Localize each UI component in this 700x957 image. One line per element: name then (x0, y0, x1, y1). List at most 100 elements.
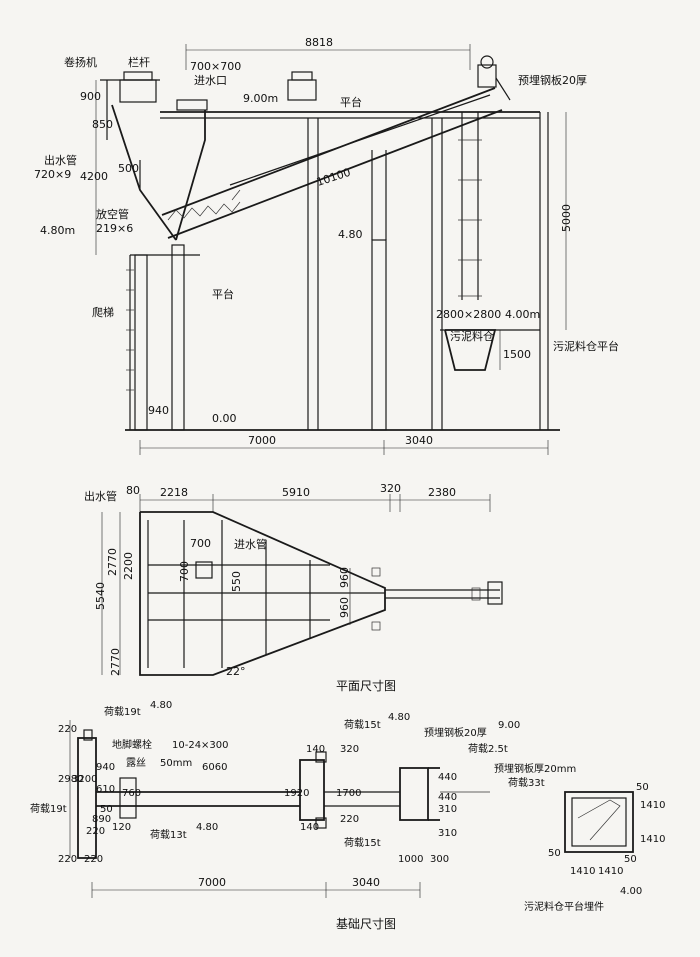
label-inlet: 进水口 (194, 74, 227, 87)
discharge-chute (458, 112, 482, 300)
label-winch: 卷扬机 (64, 55, 97, 69)
dim-610: 610 (96, 784, 115, 795)
label-level-480-mid: 4.80 (338, 228, 363, 241)
foundation-view: 220 2980 3200 940 6060 610 760 890 50 12… (30, 700, 665, 931)
label-embedded-plate-2: 预埋钢板厚20mm (494, 762, 576, 775)
label-load25t: 荷载2.5t (468, 743, 508, 755)
dim-50d: 50 (624, 854, 637, 865)
dim-2218: 2218 (160, 486, 188, 499)
dim-2770b: 2770 (109, 648, 122, 676)
label-silo-platform: 污泥料仓平台 (553, 339, 619, 353)
label-level-900-foundation: 9.00 (498, 720, 520, 731)
label-level-000: 0.00 (212, 412, 237, 425)
dim-5540: 5540 (94, 582, 107, 610)
dim-300: 300 (430, 854, 449, 865)
dim-1410b: 1410 (640, 834, 665, 845)
dim-2770a: 2770 (106, 548, 119, 576)
dim-500: 500 (118, 162, 139, 175)
dim-700a: 700 (190, 537, 211, 550)
plan-outline (139, 511, 386, 676)
dim-960a: 960 (338, 567, 351, 588)
dim-220e: 220 (84, 854, 103, 865)
dim-3040: 3040 (405, 434, 433, 447)
label-platform-top: 平台 (340, 95, 362, 109)
dim-1000: 1000 (398, 854, 423, 865)
dim-220b: 220 (86, 826, 105, 837)
label-ladder: 爬梯 (92, 306, 114, 319)
dim-440a: 440 (438, 772, 457, 783)
dim-8818: 8818 (305, 36, 333, 49)
label-drain-pipe-size: 219×6 (96, 222, 133, 235)
label-outlet-pipe-size: 720×9 (34, 168, 71, 181)
label-anchor-bolt: 地脚螺栓 (112, 738, 152, 751)
dim-6060: 6060 (202, 762, 227, 773)
label-load19t-top: 荷载19t (104, 706, 141, 718)
label-load33t: 荷载33t (508, 777, 545, 789)
label-load15t-low: 荷载15t (344, 837, 381, 849)
railing-block (287, 79, 317, 101)
dim-3200: 3200 (72, 774, 97, 785)
dim-5000: 5000 (560, 204, 573, 232)
dim-7000-foundation: 7000 (198, 876, 226, 889)
dim-940: 940 (96, 762, 115, 773)
elevation-view: 8818 10100 (34, 36, 619, 455)
label-railing: 栏杆 (128, 55, 150, 69)
dim-5910: 5910 (282, 486, 310, 499)
dim-2380: 2380 (428, 486, 456, 499)
silo-embed-outer (564, 791, 634, 853)
winch (119, 79, 157, 103)
ladder (126, 255, 134, 430)
dim-550: 550 (230, 571, 243, 592)
dim-850: 850 (92, 118, 113, 131)
label-level-400-foundation: 4.00 (620, 886, 642, 897)
support-columns (134, 112, 549, 431)
label-plan-inlet-pipe: 进水管 (234, 537, 267, 551)
dim-440b: 440 (438, 792, 457, 803)
screw-flights (167, 189, 241, 221)
label-silo-size: 2800×2800 (436, 308, 501, 321)
dim-1920: 1920 (284, 788, 309, 799)
conveyor-lower (167, 109, 503, 239)
label-level-480-low: 4.80 (196, 822, 218, 833)
label-level-400: 4.00m (505, 308, 540, 321)
dim-890: 890 (92, 814, 111, 825)
label-level-480-top: 4.80 (150, 700, 172, 711)
label-plan-outlet-pipe: 出水管 (84, 489, 117, 503)
dim-310a: 310 (438, 804, 457, 815)
label-embedded-plate: 预埋钢板20厚 (518, 73, 587, 87)
dim-310b: 310 (438, 828, 457, 839)
dim-50b: 50 (636, 782, 649, 793)
right-block (399, 767, 429, 821)
dim-120: 120 (112, 822, 131, 833)
dim-50: 50 (100, 804, 113, 815)
inlet-box (176, 99, 208, 111)
dim-940: 940 (148, 404, 169, 417)
dim-10100: 10100 (315, 166, 352, 189)
dim-700b: 700 (178, 561, 191, 582)
dim-3040-foundation: 3040 (352, 876, 380, 889)
dim-320: 320 (340, 744, 359, 755)
silo-embed-inner (571, 797, 627, 847)
label-load13t: 荷载13t (150, 829, 187, 841)
dim-2980: 2980 (58, 774, 83, 785)
label-embedded-plate: 预埋钢板20厚 (424, 726, 487, 739)
middle-pier (299, 759, 325, 821)
plan-grid (147, 520, 385, 668)
dim-1500: 1500 (503, 348, 531, 361)
hopper-right-wall (175, 110, 206, 241)
label-outlet-pipe: 出水管 (44, 153, 77, 167)
dim-1410a: 1410 (640, 800, 665, 811)
label-anchor-spec: 10-24×300 (172, 740, 229, 751)
label-exposed-len: 50mm (160, 758, 192, 769)
label-exposed-thread: 露丝 (126, 757, 146, 769)
dim-320: 320 (380, 482, 401, 495)
plan-title: 平面尺寸图 (336, 679, 396, 693)
dim-220d: 220 (340, 814, 359, 825)
dim-960b: 960 (338, 597, 351, 618)
dim-220a: 220 (58, 724, 77, 735)
left-pier (119, 777, 137, 819)
label-drain-pipe: 放空管 (96, 207, 129, 221)
dim-140a: 140 (306, 744, 325, 755)
